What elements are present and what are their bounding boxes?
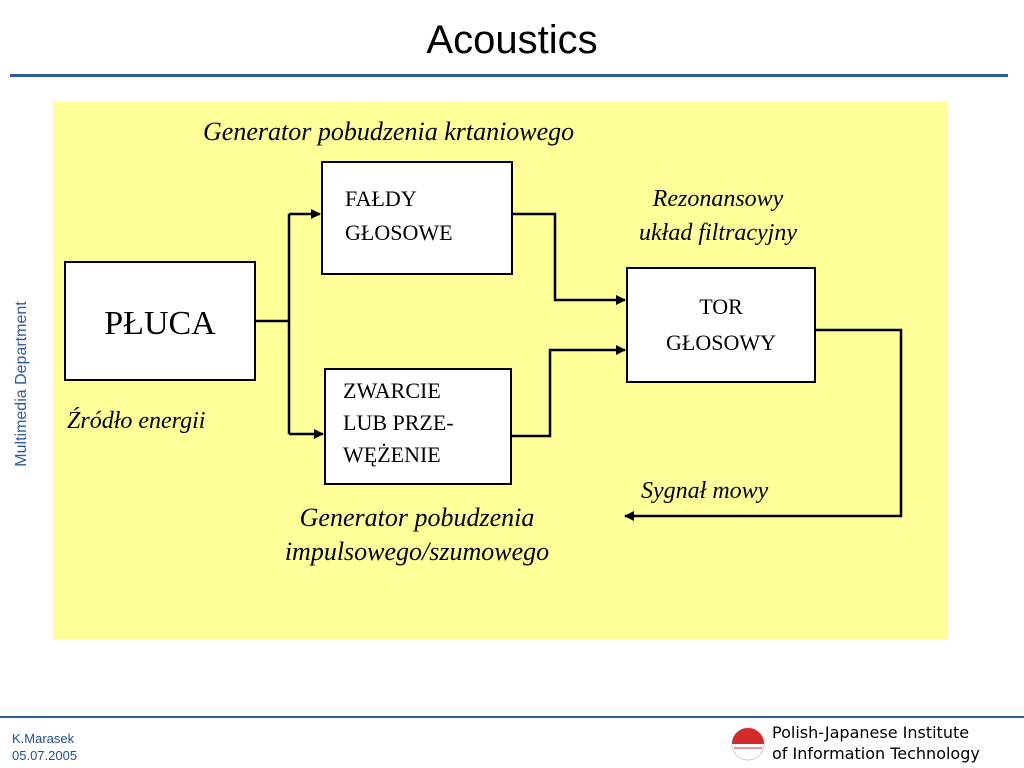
footer-author: K.Marasek (12, 731, 75, 746)
header-label: Generator pobudzenia krtaniowego (203, 117, 574, 146)
connectors (255, 209, 903, 521)
speech-production-diagram: Generator pobudzenia krtaniowego PŁUCA Ź… (53, 102, 948, 639)
slide-title: Acoustics (426, 18, 598, 62)
connector-constriction-to-tract (511, 345, 626, 438)
institute-logo: Polish-Japanese Institute of Information… (730, 722, 1020, 766)
footer-author-block: K.Marasek 05.07.2005 (12, 730, 77, 764)
constriction-box (324, 368, 512, 485)
impulse-label-2: impulsowego/szumowego (285, 537, 549, 566)
resonance-label-2: układ filtracyjny (639, 220, 797, 246)
constriction-label-1: ZWARCIE (343, 378, 441, 403)
resonance-label-1: Rezonansowy (652, 186, 784, 212)
vocal-tract-box (626, 267, 816, 383)
speech-signal-label: Sygnał mowy (641, 478, 769, 504)
diagram-canvas: Generator pobudzenia krtaniowego PŁUCA Ź… (64, 117, 903, 566)
vocal-folds-box (321, 161, 513, 275)
impulse-label-1: Generator pobudzenia (300, 503, 535, 532)
constriction-label-2: LUB PRZE- (343, 410, 454, 435)
connector-tract-to-speech (624, 328, 903, 521)
footer-date: 05.07.2005 (12, 748, 78, 763)
vocal-tract-label-1: TOR (699, 294, 743, 319)
lungs-box-label: PŁUCA (104, 305, 216, 342)
constriction-label-3: WĘŻENIE (343, 442, 441, 467)
energy-source-label: Źródło energii (67, 408, 205, 434)
lungs-box (64, 261, 256, 381)
vocal-folds-label-2: GŁOSOWE (345, 220, 453, 245)
institute-logo-icon (731, 727, 765, 761)
institute-name-2: of Information Technology (772, 744, 980, 763)
institute-name-1: Polish-Japanese Institute (772, 723, 970, 742)
title-divider (10, 74, 1008, 77)
vocal-tract-label-2: GŁOSOWY (666, 330, 776, 355)
side-label: Multimedia Department (13, 301, 30, 467)
footer-divider (0, 716, 1024, 718)
connector-folds-to-tract (512, 212, 626, 305)
vocal-folds-label-1: FAŁDY (345, 186, 417, 211)
